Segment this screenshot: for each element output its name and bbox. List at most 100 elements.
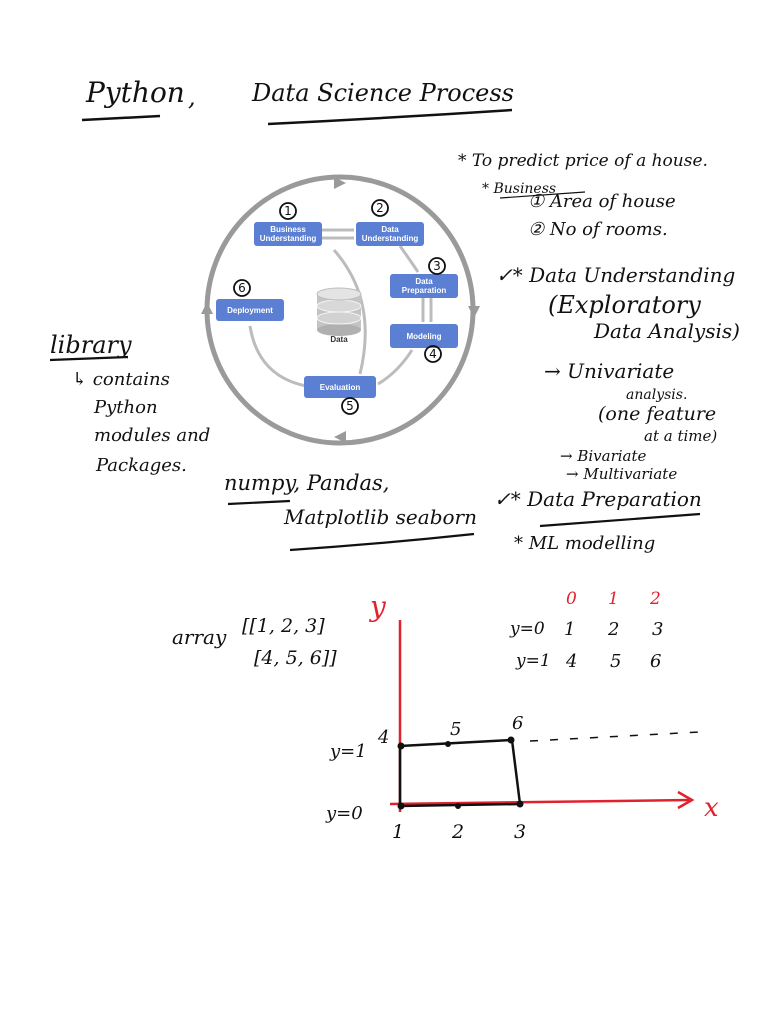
data-preparation-underline: [539, 512, 701, 528]
step-number: 2: [376, 201, 384, 215]
note-bivariate: → Bivariate: [560, 447, 647, 465]
table-col-header: 2: [650, 589, 661, 609]
database-label: Data: [330, 335, 348, 344]
table-cell: 5: [610, 651, 622, 672]
arrow-eval-to-business: [332, 249, 367, 375]
point-label-6: 6: [512, 713, 524, 734]
matplotlib-underline: [289, 532, 475, 552]
cycle-arrowhead-icon: [334, 431, 346, 443]
packages-line-1: numpy, Pandas,: [224, 471, 390, 495]
step-number: 4: [429, 347, 437, 361]
arrow-model-to-eval: [377, 349, 414, 386]
note-area: ① Area of house: [528, 191, 676, 212]
library-line-3: modules and: [94, 425, 211, 446]
step-number: 3: [433, 259, 441, 273]
step-number: 1: [284, 204, 292, 218]
step-label: Evaluation: [320, 383, 361, 392]
array-row-1: [[1, 2, 3]: [242, 615, 325, 637]
array-row-2: [4, 5, 6]]: [254, 647, 337, 669]
step-label: Data: [381, 225, 399, 234]
step-label: Preparation: [402, 286, 447, 295]
title-python: Python: [86, 76, 185, 109]
numpy-underline: [227, 499, 291, 506]
table-cell: 6: [650, 651, 662, 672]
note-business: * Business: [482, 181, 557, 197]
library-underline: [49, 355, 129, 362]
point-label-2: 2: [452, 821, 465, 843]
note-univariate: → Univariate: [544, 359, 675, 383]
note-multivariate: → Multivariate: [566, 465, 678, 483]
dashed-extension: [529, 731, 701, 742]
point-2: [455, 803, 461, 809]
step-label: Understanding: [260, 234, 317, 243]
step-label: Understanding: [362, 234, 419, 243]
point-4: [397, 742, 405, 750]
table-cell: 2: [608, 619, 620, 640]
step-number: 6: [238, 281, 246, 295]
note-at-a-time: at a time): [644, 427, 718, 445]
library-line-2: Python: [94, 397, 158, 418]
business-strike: [499, 191, 586, 199]
step-box-evaluation: [304, 376, 376, 398]
array-plot: [389, 620, 701, 812]
table-cell: 4: [566, 651, 578, 672]
step-label: Business: [270, 225, 306, 234]
table-cell: 1: [564, 619, 576, 640]
note-eda-1: (Exploratory: [548, 291, 701, 319]
step-box-modeling: [390, 324, 458, 348]
step-number-circle: [428, 257, 446, 275]
library-line-4: Packages.: [96, 455, 187, 476]
arrow-eval-to-deploy: [248, 325, 307, 388]
table-col-header: 0: [566, 589, 577, 609]
table-row-label: y=1: [516, 651, 551, 671]
x-axis-arrow-icon: [677, 790, 695, 810]
library-line-1: ↳ contains: [72, 369, 170, 390]
table-col-header: 1: [608, 589, 619, 609]
cycle-arrowhead-icon: [201, 302, 213, 314]
x-axis: [389, 798, 691, 806]
title-underline-process: [267, 108, 513, 126]
table-cell: 3: [652, 619, 664, 640]
point-3: [516, 800, 524, 808]
row-label-y1: y=1: [330, 741, 367, 762]
step-box-data-understanding: [356, 222, 424, 246]
step-number-circle: [341, 397, 359, 415]
cycle-arrowhead-icon: [468, 306, 480, 318]
row-label-y0: y=0: [326, 803, 363, 824]
database-icon: [316, 287, 362, 336]
note-data-preparation: ✓* Data Preparation: [494, 487, 702, 511]
note-ml-modelling: * ML modelling: [514, 533, 656, 554]
step-number-circle: [371, 199, 389, 217]
step-number: 5: [346, 399, 354, 413]
step-box-data-preparation: [390, 274, 458, 298]
packages-line-2: Matplotlib seaborn: [284, 505, 477, 529]
point-1: [397, 802, 405, 810]
note-one-feature: (one feature: [598, 403, 717, 425]
y-axis-label: y: [370, 590, 386, 623]
title-comma: ,: [188, 83, 196, 111]
table-row-label: y=0: [510, 619, 545, 639]
point-label-1: 1: [392, 821, 405, 843]
step-number-circle: [424, 345, 442, 363]
step-number-circle: [233, 279, 251, 297]
array-label: array: [172, 625, 227, 649]
note-predict: * To predict price of a house.: [458, 151, 708, 171]
library-heading: library: [50, 331, 132, 359]
point-label-4: 4: [378, 727, 390, 748]
note-rooms: ② No of rooms.: [528, 219, 668, 240]
step-box-business-understanding: [254, 222, 322, 246]
arrow-understanding-to-prep: [398, 245, 420, 273]
step-label: Deployment: [227, 306, 273, 315]
cycle-arrowhead-icon: [334, 177, 346, 189]
note-eda-2: Data Analysis): [594, 319, 740, 343]
note-data-understanding: ✓* Data Understanding: [496, 263, 736, 287]
title-underline-python: [81, 114, 161, 122]
point-6: [507, 736, 515, 744]
step-label: Modeling: [406, 332, 441, 341]
crisp-dm-cycle-diagram: Business Understanding Data Understandin…: [201, 174, 480, 446]
point-label-5: 5: [450, 719, 462, 740]
step-label: Data: [415, 277, 433, 286]
point-label-3: 3: [514, 821, 527, 843]
point-5: [445, 741, 451, 747]
step-box-deployment: [216, 299, 284, 321]
